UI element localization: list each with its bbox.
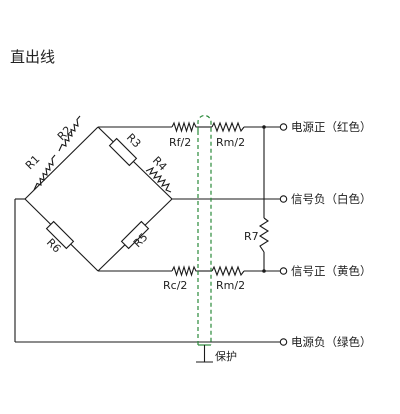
label-r7: R7 — [244, 230, 259, 243]
terminal-signal-pos-label: 信号正（黄色） — [291, 264, 372, 278]
terminal-circle-signal-neg — [279, 195, 288, 203]
shield-cable — [197, 114, 212, 362]
wires — [14, 126, 280, 343]
diagram-title: 直出线 — [10, 48, 55, 66]
label-r3: R3 — [124, 131, 144, 151]
resistor-r3 — [108, 137, 138, 167]
shield-label: 保护 — [215, 349, 237, 363]
label-rc2: Rc/2 — [163, 279, 187, 292]
junction-dots — [262, 125, 266, 273]
resistor-r2 — [58, 115, 81, 152]
label-rm2-bottom: Rm/2 — [216, 279, 245, 292]
terminal-power-pos-label: 电源正（红色） — [291, 120, 372, 134]
resistor-r1 — [33, 154, 56, 191]
label-rm2-top: Rm/2 — [216, 136, 245, 149]
resistor-r6 — [45, 220, 75, 250]
terminals — [279, 123, 288, 346]
terminal-circle-power-neg — [279, 338, 288, 346]
terminal-power-neg-label: 电源负（绿色） — [291, 335, 372, 349]
resistor-rf2 — [171, 121, 198, 133]
terminal-circle-power-pos — [279, 123, 288, 131]
label-r2: R2 — [55, 124, 75, 144]
resistor-r5 — [120, 220, 150, 250]
label-rf2: Rf/2 — [169, 136, 191, 149]
label-r1: R1 — [23, 153, 43, 173]
resistor-rm2-bottom — [211, 265, 245, 277]
resistor-rc2 — [171, 265, 198, 277]
resistor-rm2-top — [211, 121, 245, 133]
terminal-circle-signal-pos — [279, 267, 288, 275]
label-r4: R4 — [150, 154, 170, 174]
resistor-r7 — [258, 217, 270, 253]
terminal-signal-neg-label: 信号负（白色） — [291, 192, 372, 206]
resistor-r4 — [145, 166, 172, 193]
